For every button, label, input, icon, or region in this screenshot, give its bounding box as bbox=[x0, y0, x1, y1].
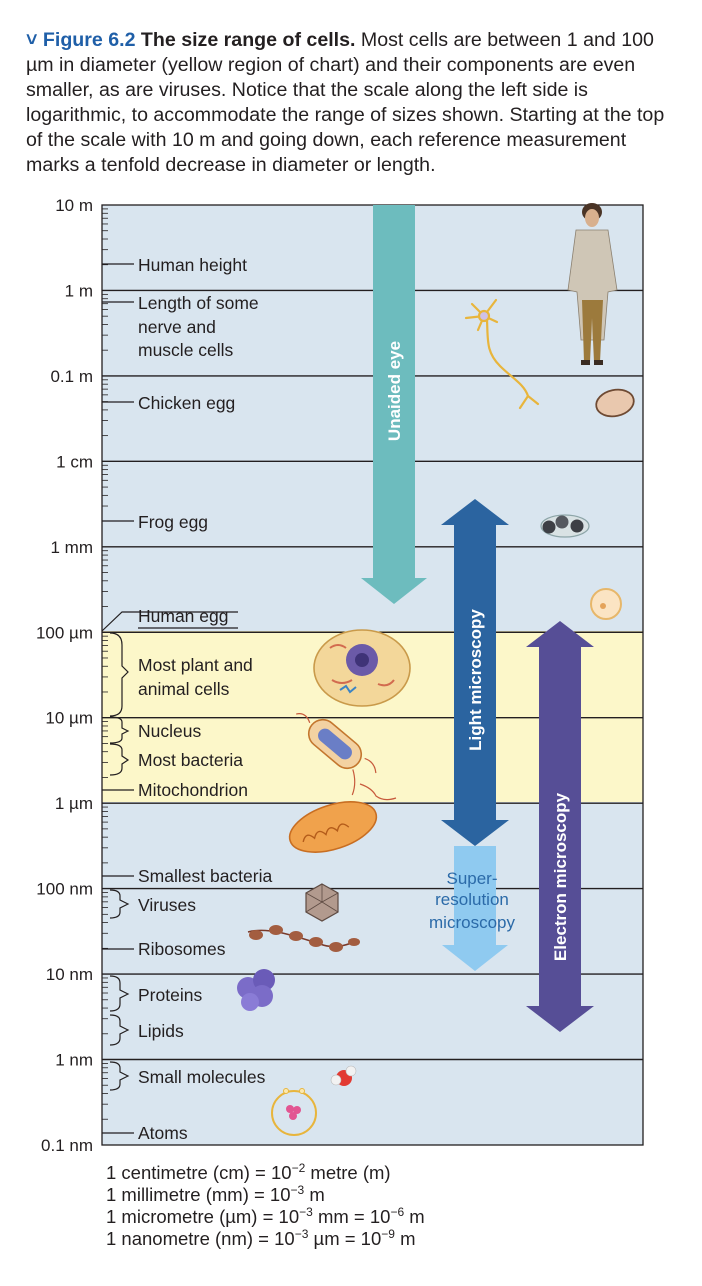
label-proteins: Proteins bbox=[138, 985, 202, 1005]
super-resolution-line-3: microscopy bbox=[429, 913, 515, 932]
unit-nm-prefix: 1 nanometre (nm) = 10 bbox=[106, 1228, 295, 1249]
scale-label: 100 µm bbox=[36, 623, 93, 642]
scale-label: 10 m bbox=[55, 196, 93, 215]
human-figure-icon bbox=[567, 203, 618, 365]
scale-label: 10 µm bbox=[45, 709, 93, 728]
chart-border bbox=[101, 204, 644, 1146]
label-leaders bbox=[101, 263, 238, 1134]
bacterium-icon bbox=[296, 713, 397, 801]
unit-millimetre: 1 millimetre (mm) = 10−3 m bbox=[106, 1184, 666, 1206]
figure-title: The size range of cells. bbox=[140, 29, 356, 51]
label-small-molecules: Small molecules bbox=[138, 1067, 266, 1087]
unit-nm-mid: µm = 10 bbox=[308, 1228, 382, 1249]
label-human-egg: Human egg bbox=[138, 606, 228, 626]
range-arrows: Unaided eye Light microscopy Super- reso… bbox=[361, 205, 594, 1032]
human-egg-icon bbox=[590, 588, 622, 620]
super-resolution-label: Super- resolution microscopy bbox=[429, 869, 515, 932]
water-molecule-icon bbox=[330, 1065, 357, 1086]
neuron-icon bbox=[464, 298, 540, 410]
frog-egg-icon bbox=[540, 514, 590, 538]
label-smallest-bacteria: Smallest bacteria bbox=[138, 866, 272, 886]
label-bacteria: Most bacteria bbox=[138, 750, 243, 770]
super-resolution-line-1: Super- bbox=[446, 869, 497, 888]
label-frog-egg: Frog egg bbox=[138, 512, 208, 532]
ribosome-chain-icon bbox=[247, 925, 360, 952]
figure-caption: ˅ Figure 6.2 The size range of cells. Mo… bbox=[26, 28, 676, 178]
label-viruses: Viruses bbox=[138, 895, 196, 915]
label-mitochondrion: Mitochondrion bbox=[138, 780, 248, 800]
label-plant-animal-1: Most plant and bbox=[138, 655, 253, 675]
unit-um-mid: mm = 10 bbox=[312, 1206, 391, 1227]
unit-definitions: 1 centimetre (cm) = 10−2 metre (m) 1 mil… bbox=[106, 1162, 666, 1250]
brace-proteins bbox=[109, 975, 130, 1012]
scale-label: 1 mm bbox=[51, 538, 94, 557]
electron-microscopy-arrow bbox=[526, 621, 594, 1032]
electron-microscopy-label: Electron microscopy bbox=[551, 792, 570, 961]
caption-text: Most cells are between 1 and 100 µm in d… bbox=[26, 29, 665, 176]
chicken-egg-icon bbox=[595, 388, 635, 418]
scale-label: 1 m bbox=[65, 281, 93, 300]
label-chicken-egg: Chicken egg bbox=[138, 393, 235, 413]
label-plant-animal-2: animal cells bbox=[138, 679, 230, 699]
brace-bacteria bbox=[109, 743, 130, 776]
label-human-height: Human height bbox=[138, 255, 247, 275]
animal-cell-icon bbox=[313, 629, 411, 707]
brace-lipids bbox=[109, 1014, 130, 1046]
protein-icon bbox=[237, 969, 275, 1011]
unit-mm-prefix: 1 millimetre (mm) = 10 bbox=[106, 1184, 291, 1205]
scale-label: 0.1 m bbox=[50, 367, 93, 386]
brace-small-molecules bbox=[109, 1061, 130, 1091]
unit-mm-suffix: m bbox=[304, 1184, 325, 1205]
unit-nm-suffix: m bbox=[394, 1228, 416, 1249]
light-microscopy-arrow bbox=[441, 499, 509, 846]
unit-nm-exponent-2: −9 bbox=[381, 1226, 395, 1241]
size-scale-diagram: 10 m 1 m 0.1 m 1 cm 1 mm 100 µm 10 µm 1 µm 100 n… bbox=[36, 196, 644, 1155]
label-lipids: Lipids bbox=[138, 1021, 184, 1041]
scale-labels: 10 m 1 m 0.1 m 1 cm 1 mm 100 µm 10 µm 1 µm 100 n… bbox=[36, 196, 93, 1155]
brace-nucleus bbox=[109, 716, 130, 744]
super-resolution-line-2: resolution bbox=[435, 890, 509, 909]
mitochondrion-icon bbox=[288, 801, 378, 853]
light-microscopy-label: Light microscopy bbox=[466, 609, 485, 751]
unit-mm-exponent: −3 bbox=[290, 1182, 305, 1197]
label-nucleus: Nucleus bbox=[138, 721, 201, 741]
unit-cm-exponent: −2 bbox=[291, 1160, 306, 1175]
label-atoms: Atoms bbox=[138, 1123, 188, 1143]
virus-icon bbox=[305, 883, 339, 922]
unaided-eye-label: Unaided eye bbox=[385, 341, 404, 441]
scale-label: 100 nm bbox=[36, 880, 93, 899]
unit-um-exponent-2: −6 bbox=[390, 1204, 405, 1219]
unit-centimetre: 1 centimetre (cm) = 10−2 metre (m) bbox=[106, 1162, 666, 1184]
scale-label: 1 cm bbox=[56, 452, 93, 471]
unit-um-exponent: −3 bbox=[299, 1204, 313, 1219]
unit-um-suffix: m bbox=[404, 1206, 425, 1227]
leader-human-egg bbox=[101, 611, 238, 632]
scale-label: 1 µm bbox=[55, 794, 93, 813]
label-nerve-muscle-2: nerve and bbox=[138, 317, 216, 337]
unit-micrometre: 1 micrometre (µm) = 10−3 mm = 10−6 m bbox=[106, 1206, 666, 1228]
unit-nanometre: 1 nanometre (nm) = 10−3 µm = 10−9 m bbox=[106, 1228, 666, 1250]
label-nerve-muscle-3: muscle cells bbox=[138, 340, 234, 360]
atom-icon bbox=[271, 1088, 317, 1136]
unit-um-prefix: 1 micrometre (µm) = 10 bbox=[106, 1206, 300, 1227]
unit-nm-exponent: −3 bbox=[294, 1226, 309, 1241]
item-labels: Human height Length of some nerve and mu… bbox=[138, 255, 272, 1143]
brace-viruses bbox=[109, 889, 130, 919]
unit-cm-prefix: 1 centimetre (cm) = 10 bbox=[106, 1162, 292, 1183]
unit-cm-suffix: metre (m) bbox=[305, 1162, 391, 1183]
label-nerve-muscle-1: Length of some bbox=[138, 293, 259, 313]
chevron-down-icon: ˅ bbox=[26, 29, 38, 51]
label-ribosomes: Ribosomes bbox=[138, 939, 226, 959]
brace-plant-animal bbox=[109, 632, 129, 717]
scale-label: 1 nm bbox=[55, 1051, 93, 1070]
unaided-eye-arrow bbox=[361, 205, 427, 604]
super-resolution-arrow bbox=[442, 846, 508, 971]
scale-label: 0.1 nm bbox=[41, 1136, 93, 1155]
scale-label: 10 nm bbox=[46, 965, 93, 984]
figure-label: Figure 6.2 bbox=[42, 29, 136, 51]
